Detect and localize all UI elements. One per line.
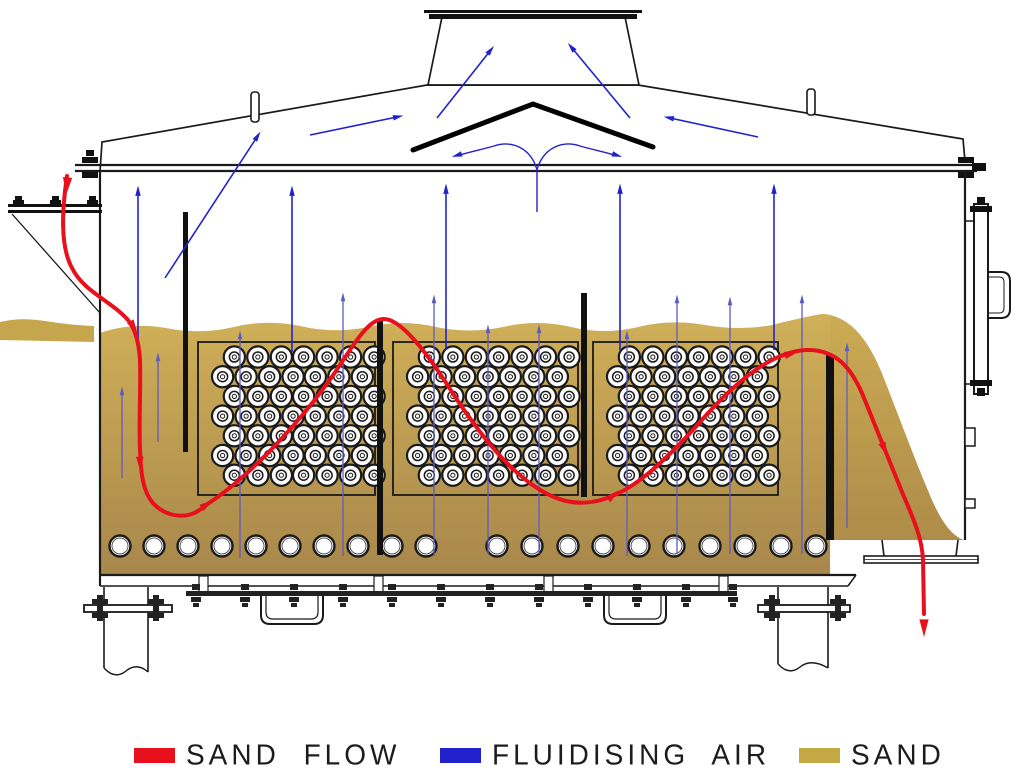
sand-inlet-sliver <box>0 319 94 342</box>
lifting-lug <box>250 91 260 123</box>
nozzle <box>804 534 828 558</box>
nozzle <box>210 534 234 558</box>
tube-bundle-frame <box>392 341 579 496</box>
nozzle <box>176 534 200 558</box>
nozzle <box>380 534 404 558</box>
nozzle <box>698 534 722 558</box>
baffle-weirs <box>183 212 834 555</box>
door-handle <box>988 271 1011 319</box>
nozzle <box>556 534 580 558</box>
lifting-lug <box>806 88 816 116</box>
sand-discharge-mound <box>830 315 964 540</box>
sand-flow-line <box>61 174 926 616</box>
nozzle <box>591 534 615 558</box>
nozzle <box>278 534 302 558</box>
tube-bundle-frame <box>197 341 376 496</box>
support-leg-break <box>777 662 829 672</box>
nozzle <box>733 534 757 558</box>
vessel-structure <box>8 10 1011 676</box>
fluidising-nozzles <box>108 534 828 558</box>
tube-bundle-frame <box>592 341 779 496</box>
leg-clamp <box>757 604 851 613</box>
support-leg-break <box>103 666 149 676</box>
nozzle <box>108 534 132 558</box>
nozzle <box>346 534 370 558</box>
leg-clamp <box>83 604 173 613</box>
sand-flow-path <box>61 174 929 637</box>
nozzle <box>312 534 336 558</box>
nozzle <box>485 534 509 558</box>
handle <box>603 595 667 625</box>
nozzle <box>662 534 686 558</box>
exhaust-stack <box>426 16 641 86</box>
tube-bundles <box>197 341 781 496</box>
deflector-chevron <box>410 101 656 153</box>
nozzle <box>414 534 438 558</box>
nozzle <box>142 534 166 558</box>
nozzle <box>627 534 651 558</box>
nozzle <box>520 534 544 558</box>
access-door <box>973 203 989 395</box>
handle <box>260 595 324 625</box>
nozzle <box>769 534 793 558</box>
nozzle <box>244 534 268 558</box>
